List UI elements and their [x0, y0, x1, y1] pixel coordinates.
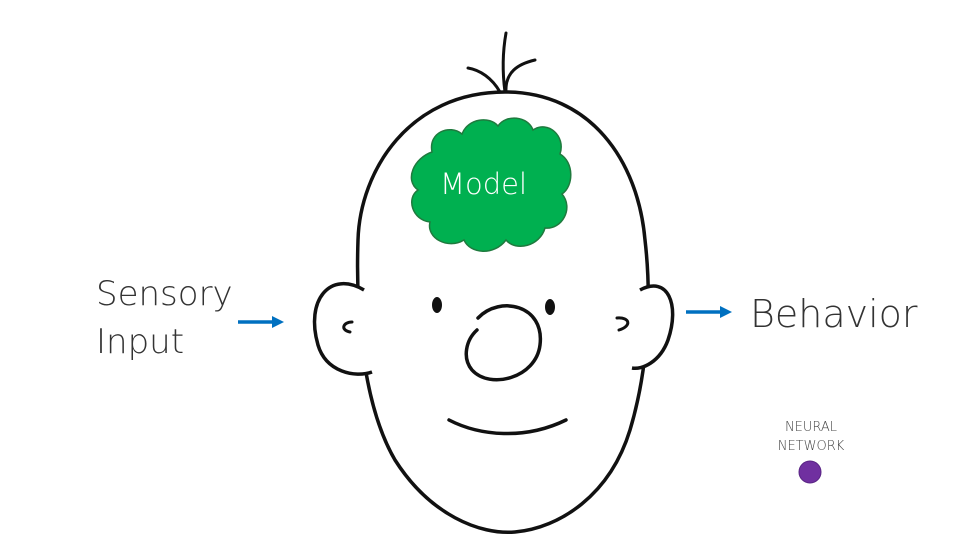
mouth-icon [447, 418, 568, 436]
sensory-line-2: Input [96, 322, 185, 362]
hair-icon [466, 31, 537, 94]
cloud-icon [410, 117, 572, 252]
sensory-line-1: Sensory [96, 274, 233, 314]
output-arrow-icon [686, 306, 732, 318]
nose-icon [464, 304, 542, 382]
input-arrow-icon [238, 316, 284, 328]
left-eye-icon [432, 297, 442, 313]
right-ear-icon [631, 284, 675, 371]
neural-network-label: NEURAL NETWORK [766, 418, 856, 456]
neural-line-2: NETWORK [777, 439, 845, 454]
right-eye-icon [545, 299, 555, 315]
sensory-input-label: Sensory Input [96, 270, 233, 366]
neural-line-1: NEURAL [784, 420, 838, 435]
purple-dot-icon [798, 460, 822, 484]
behavior-label: Behavior [750, 292, 918, 336]
model-label: Model [440, 167, 528, 201]
